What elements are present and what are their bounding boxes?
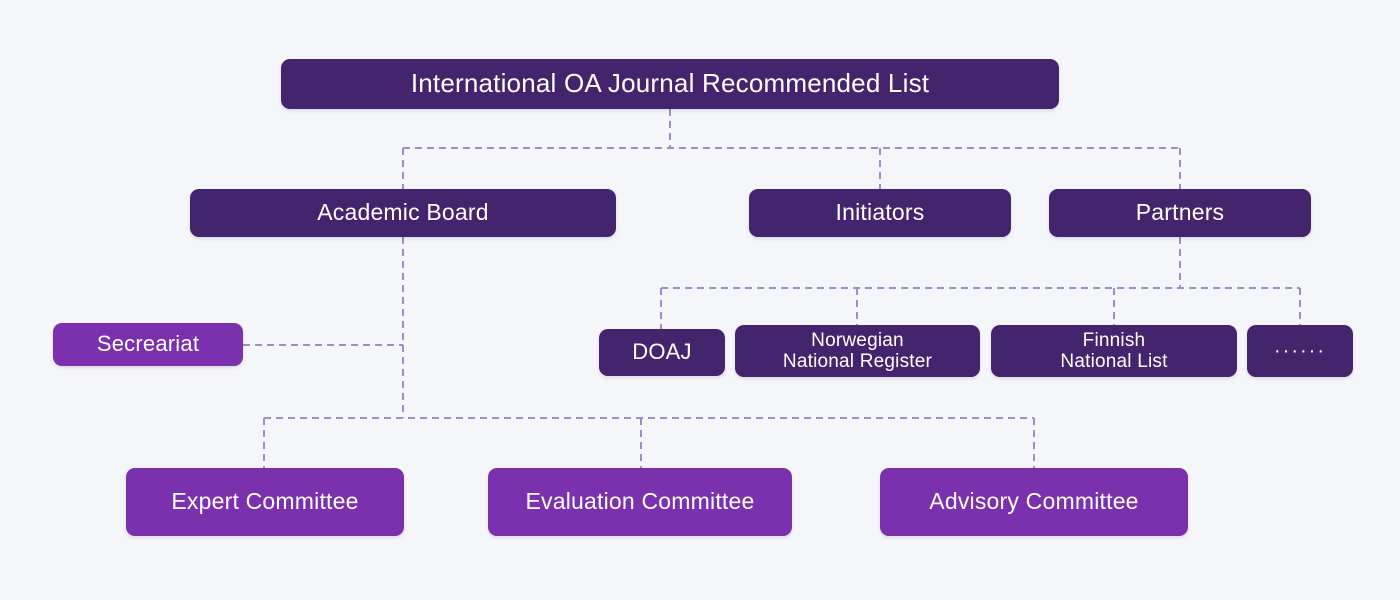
node-partners[interactable]: Partners (1049, 189, 1311, 237)
node-norwegian-national-register[interactable]: Norwegian National Register (735, 325, 980, 377)
node-initiators[interactable]: Initiators (749, 189, 1011, 237)
node-advisory-committee[interactable]: Advisory Committee (880, 468, 1188, 536)
node-academic-board[interactable]: Academic Board (190, 189, 616, 237)
node-secretariat[interactable]: Secreariat (53, 323, 243, 366)
node-root[interactable]: International OA Journal Recommended Lis… (281, 59, 1059, 109)
node-more-sources[interactable]: ······ (1247, 325, 1353, 377)
node-finnish-national-list[interactable]: Finnish National List (991, 325, 1237, 377)
node-expert-committee[interactable]: Expert Committee (126, 468, 404, 536)
node-doaj[interactable]: DOAJ (599, 329, 725, 376)
node-evaluation-committee[interactable]: Evaluation Committee (488, 468, 792, 536)
